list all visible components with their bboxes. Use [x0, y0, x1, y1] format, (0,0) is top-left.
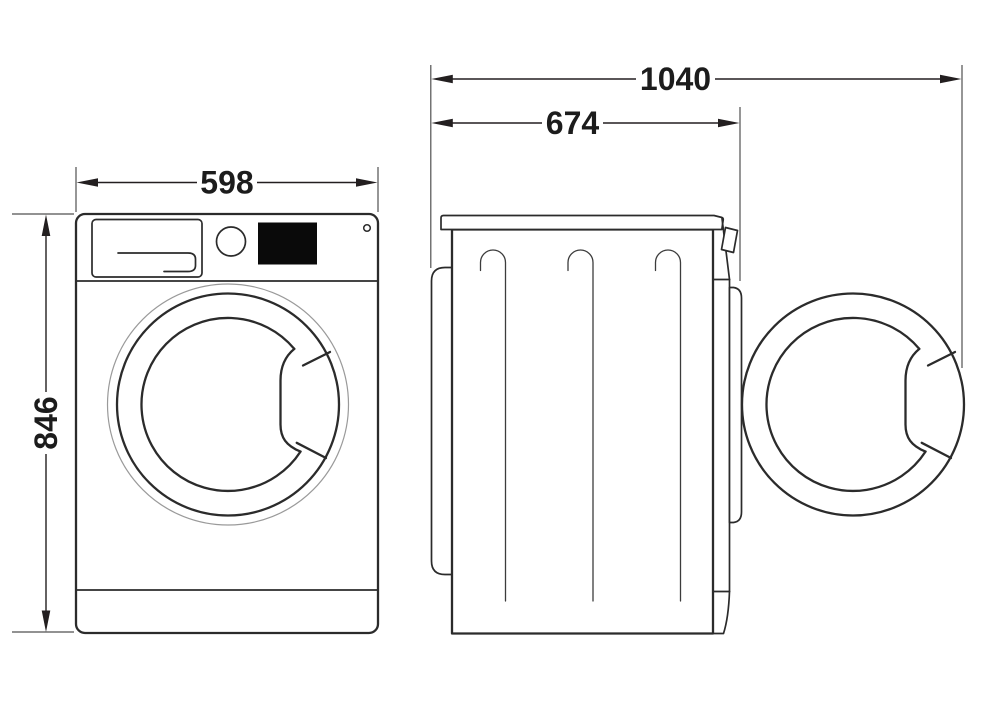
arrowhead-left — [431, 118, 453, 128]
body-depth-dimension-label: 674 — [546, 105, 600, 141]
groove-line — [567, 249, 594, 602]
open-door-circle — [740, 292, 966, 517]
front-door — [106, 283, 350, 526]
arrowhead-left — [76, 178, 98, 187]
open-door-outer-ring — [740, 292, 966, 517]
open-door-handle-pocket — [904, 347, 927, 453]
dimension-width-598: 598 — [75, 165, 379, 212]
dimension-height-846: 846 — [12, 213, 74, 633]
arrowhead-right — [940, 74, 962, 84]
detergent-drawer — [91, 218, 203, 278]
top-lid — [440, 214, 725, 231]
door-edge-strip — [728, 286, 743, 524]
groove-line — [654, 249, 682, 602]
door-handle-lower-edge — [295, 441, 328, 460]
front-foot — [712, 590, 731, 635]
side-panel-grooves — [479, 249, 682, 602]
side-cabinet-outline — [450, 228, 715, 635]
door-handle-pocket — [279, 347, 302, 453]
door-handle-upper-edge — [301, 350, 332, 367]
drawer-handle-recess — [117, 252, 197, 273]
arrowhead-right — [718, 118, 740, 128]
open-door-inner-ring — [765, 316, 927, 493]
arrowhead-top — [41, 214, 51, 236]
program-knob — [215, 226, 247, 257]
arrowhead-right — [356, 178, 378, 187]
dimension-depth-1040: 1040 — [430, 61, 963, 368]
door-outer-ring — [115, 292, 341, 517]
arrowhead-bottom — [41, 610, 51, 632]
display-screen — [258, 222, 317, 265]
dimension-depth-674: 674 — [431, 105, 741, 281]
total-depth-dimension-label: 1040 — [640, 61, 711, 97]
front-view — [74, 212, 380, 635]
power-button-dot — [362, 223, 372, 233]
open-door-handle-upper-edge — [926, 350, 957, 367]
door-hinge-bracket — [720, 226, 739, 254]
width-dimension-label: 598 — [200, 165, 253, 201]
groove-line — [479, 249, 507, 602]
open-door-handle-lower-edge — [920, 441, 953, 460]
rear-bulge — [430, 266, 453, 576]
arrowhead-left — [431, 74, 453, 84]
door-outer-halo-ring — [106, 283, 350, 526]
front-cabinet-outline — [74, 212, 380, 635]
side-view — [430, 214, 966, 635]
height-dimension-label: 846 — [28, 396, 64, 449]
door-inner-glass-ring — [140, 316, 302, 493]
